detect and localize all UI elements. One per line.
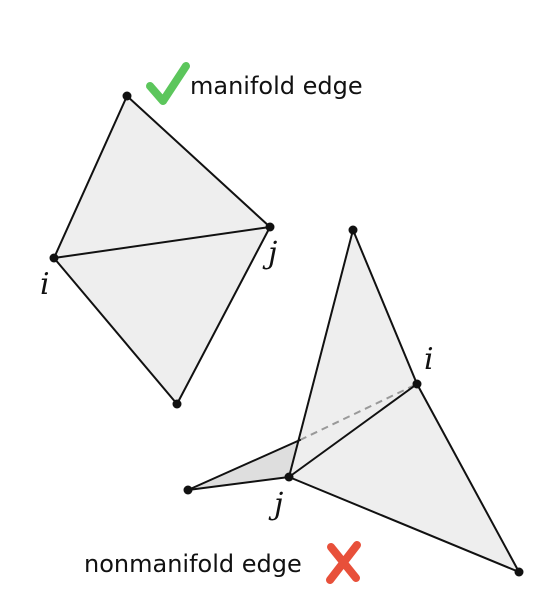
manifold-edges bbox=[53, 95, 271, 405]
manifold-vertex-i bbox=[49, 253, 59, 263]
nonmanifold-caption: nonmanifold edge bbox=[84, 550, 302, 578]
manifold-edge-ij bbox=[53, 226, 271, 259]
nonmanifold-label-j: j bbox=[268, 487, 283, 522]
manifold-label-i: i bbox=[40, 267, 50, 302]
manifold-caption: manifold edge bbox=[190, 72, 363, 100]
nonmanifold-label-i: i bbox=[424, 342, 434, 377]
nonmanifold-edges bbox=[187, 229, 520, 573]
check-icon bbox=[146, 62, 190, 105]
nonmanifold-upper-face bbox=[289, 230, 417, 477]
manifold-label-j: j bbox=[262, 236, 277, 271]
manifold-top-face bbox=[54, 96, 270, 258]
manifold-bottom-face bbox=[54, 227, 270, 404]
nonmanifold-vertex-j bbox=[284, 472, 294, 482]
nonmanifold-vertices bbox=[183, 225, 524, 577]
nonmanifold-lower-face bbox=[289, 384, 519, 572]
manifold-figure: i j manifold edge bbox=[40, 62, 363, 409]
manifold-vertex-j bbox=[265, 222, 275, 232]
nonmanifold-hidden-edge bbox=[299, 383, 418, 441]
manifold-vertices bbox=[49, 91, 275, 409]
cross-icon bbox=[326, 541, 361, 584]
nonmanifold-edge-ij bbox=[288, 383, 418, 478]
nonmanifold-vertex-i bbox=[412, 379, 422, 389]
nonmanifold-figure: i j nonmanifold edge bbox=[84, 225, 524, 584]
